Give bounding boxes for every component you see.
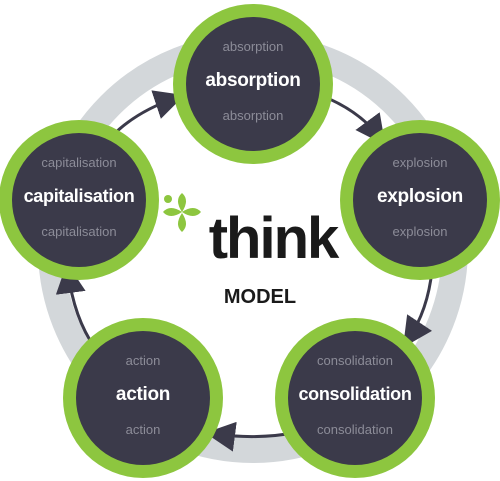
node-action-top-label: action xyxy=(125,353,161,368)
node-consolidation-bottom-label: consolidation xyxy=(317,422,393,437)
leaf-cluster-icon xyxy=(163,193,201,232)
node-explosion-top-label: explosion xyxy=(392,155,448,170)
center-subtitle: MODEL xyxy=(223,286,297,308)
node-capitalisation: capitalisation capitalisation capitalisa… xyxy=(0,120,159,280)
node-consolidation: consolidation consolidation consolidatio… xyxy=(275,318,435,478)
node-action: action action action xyxy=(63,318,223,478)
node-explosion-bottom-label: explosion xyxy=(392,224,448,239)
node-consolidation-title: consolidation xyxy=(298,384,412,404)
node-capitalisation-bottom-label: capitalisation xyxy=(41,224,117,239)
node-action-bottom-label: action xyxy=(125,422,161,437)
node-explosion-title: explosion xyxy=(377,186,463,207)
node-explosion: explosion explosion explosion xyxy=(340,120,500,280)
node-capitalisation-title: capitalisation xyxy=(23,186,135,206)
node-absorption: absorption absorption absorption xyxy=(173,4,333,164)
center-logo-word: think xyxy=(208,206,340,271)
node-action-title: action xyxy=(115,384,171,405)
node-absorption-title: absorption xyxy=(205,70,301,91)
node-capitalisation-top-label: capitalisation xyxy=(41,155,117,170)
node-absorption-top-label: absorption xyxy=(222,39,284,54)
node-consolidation-top-label: consolidation xyxy=(317,353,393,368)
node-absorption-bottom-label: absorption xyxy=(222,108,284,123)
